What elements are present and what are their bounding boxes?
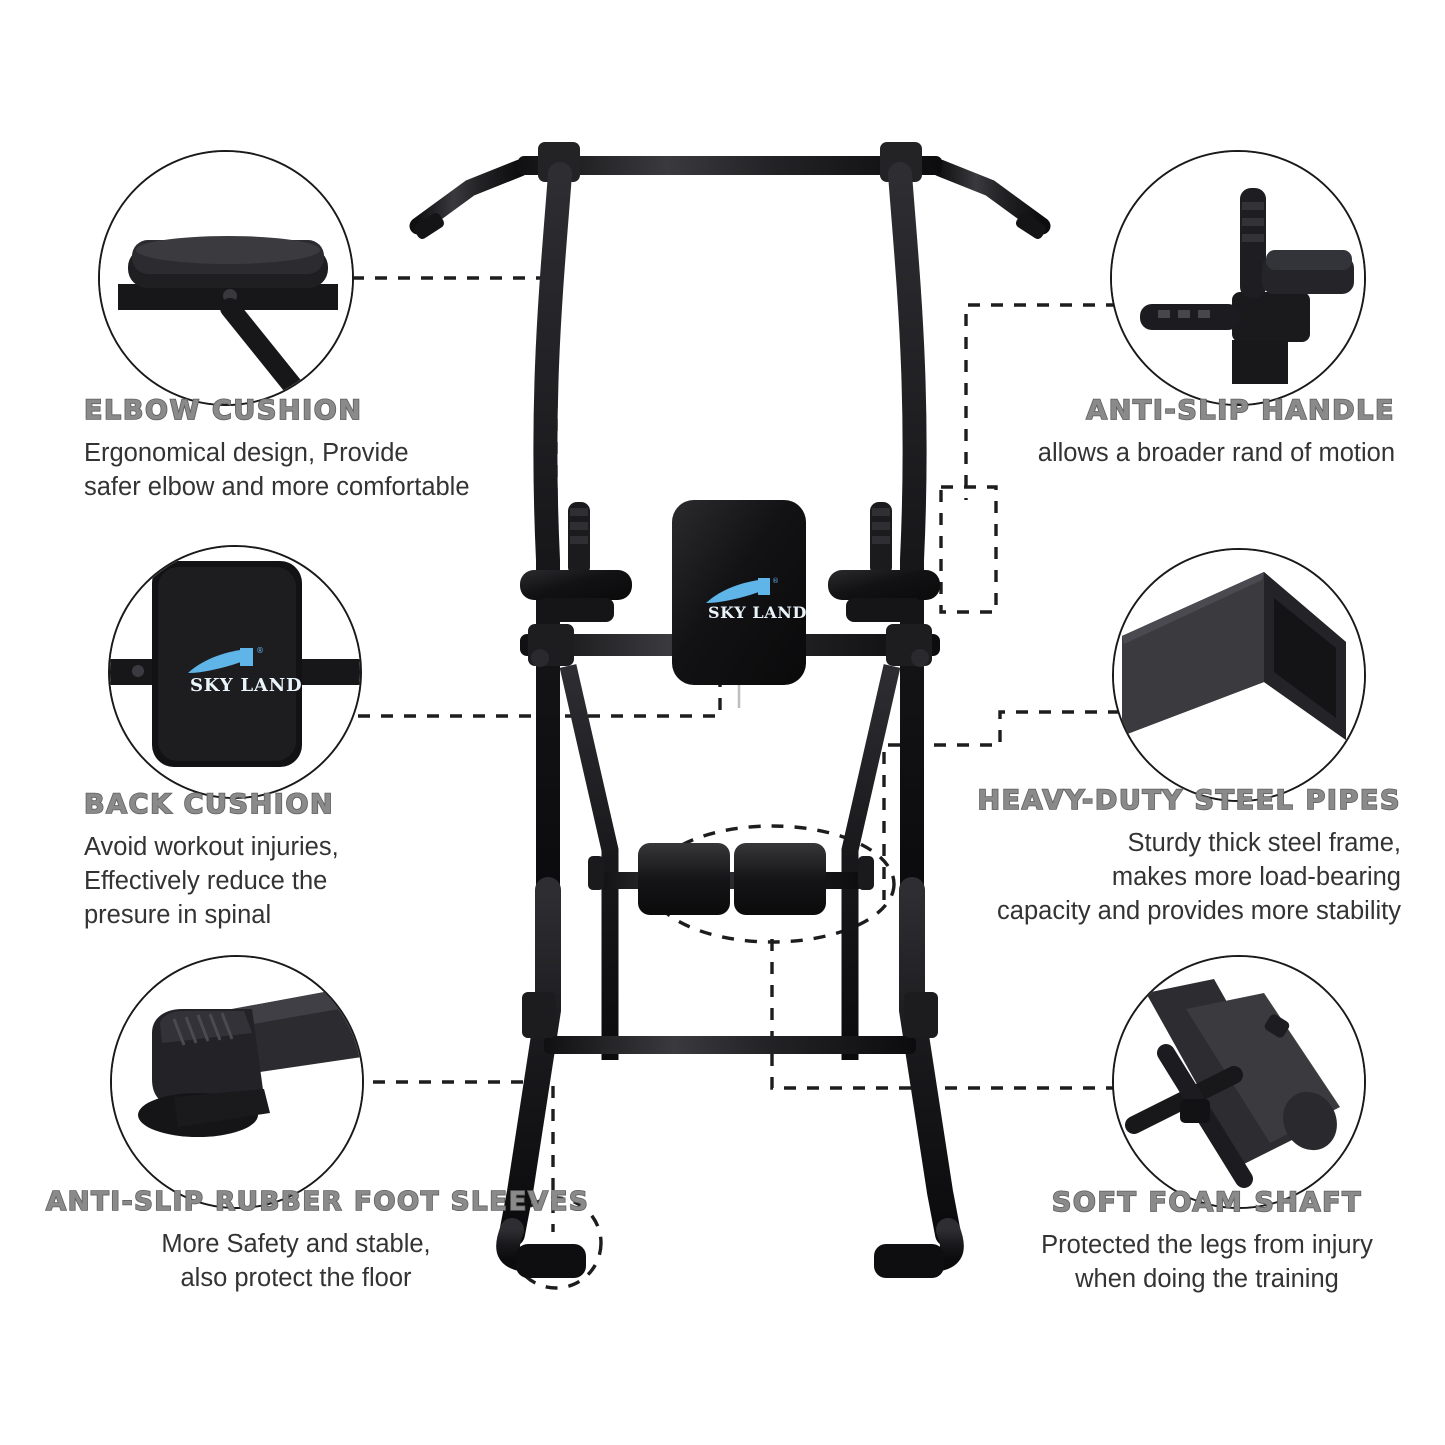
feature-title: HEAVY-DUTY STEEL PIPES <box>977 785 1401 816</box>
steel-pipe-photo <box>1112 548 1366 802</box>
base-crossbar <box>544 1036 916 1054</box>
svg-text:SKY LAND: SKY LAND <box>190 675 302 696</box>
right-upright <box>888 162 927 902</box>
feature-description: allows a broader rand of motion <box>1037 438 1395 467</box>
feature-description: More Safety and stable, also protect the… <box>161 1229 431 1292</box>
vertical-grip-handles <box>568 502 892 576</box>
feature-back-cushion: BACK CUSHION Avoid workout injuries, Eff… <box>83 789 484 932</box>
left-rubber-foot <box>516 1244 586 1278</box>
feature-description: Avoid workout injuries, Effectively redu… <box>84 832 339 929</box>
right-rubber-foot <box>874 1244 944 1278</box>
soft-foam-shaft-photo <box>1112 955 1366 1209</box>
svg-text:SKY LAND: SKY LAND <box>708 603 807 622</box>
rubber-foot-sleeve-photo <box>110 955 364 1209</box>
left-inner-strut <box>559 664 619 1060</box>
svg-text:®: ® <box>772 577 779 585</box>
feature-title: ELBOW CUSHION <box>83 395 363 426</box>
foam-rollers <box>588 843 874 915</box>
feature-description: Protected the legs from injury when doin… <box>1041 1230 1373 1293</box>
feature-soft-foam-shaft: SOFT FOAM SHAFT Protected the legs from … <box>997 1187 1417 1296</box>
feature-title: SOFT FOAM SHAFT <box>1051 1187 1363 1218</box>
feature-anti-slip-rubber-foot-sleeves: ANTI-SLIP RUBBER FOOT SLEEVES More Safet… <box>45 1187 590 1295</box>
feature-description: Sturdy thick steel frame, makes more loa… <box>997 828 1401 925</box>
power-tower-product-image: ® SKY LAND <box>409 142 1051 1278</box>
feature-description: Ergonomical design, Provide safer elbow … <box>84 438 470 501</box>
adjustment-collars <box>528 624 932 667</box>
back-cushion: ® SKY LAND <box>672 500 807 708</box>
right-inner-strut <box>841 664 901 1060</box>
back-cushion-photo: ® SKY LAND <box>108 545 362 799</box>
feature-heavy-duty-steel-pipes: HEAVY-DUTY STEEL PIPES Sturdy thick stee… <box>931 785 1401 928</box>
feature-title: ANTI-SLIP HANDLE <box>1085 395 1395 426</box>
feature-elbow-cushion: ELBOW CUSHION Ergonomical design, Provid… <box>83 395 524 504</box>
pullup-bar <box>409 142 1051 239</box>
svg-text:®: ® <box>256 646 264 655</box>
feature-title: ANTI-SLIP RUBBER FOOT SLEEVES <box>45 1187 590 1217</box>
base-legs <box>496 877 964 1278</box>
feature-title: BACK CUSHION <box>83 789 335 820</box>
feature-anti-slip-handle: ANTI-SLIP HANDLE allows a broader rand o… <box>975 395 1395 470</box>
sky-land-logo: ® SKY LAND <box>706 577 807 622</box>
elbow-pads <box>520 570 940 622</box>
elbow-cushion-photo <box>98 150 354 406</box>
left-upright <box>533 162 572 902</box>
anti-slip-handle-photo <box>1110 150 1366 406</box>
